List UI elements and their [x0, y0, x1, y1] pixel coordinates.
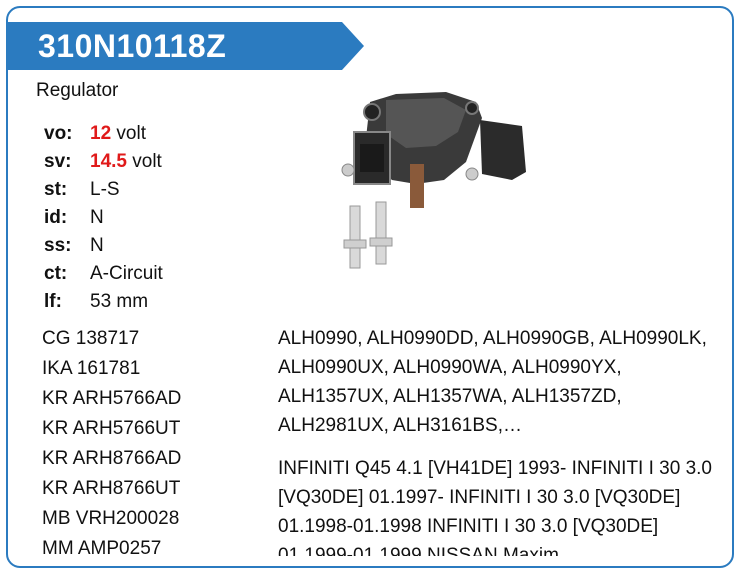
list-item: KR ARH5766UT — [42, 418, 181, 439]
spec-value: 14.5 volt — [90, 148, 162, 176]
banner-shape — [8, 22, 364, 70]
spec-key: ct: — [44, 263, 68, 284]
spec-key: st: — [44, 179, 68, 200]
vehicle-application-list: INFINITI Q45 4.1 [VH41DE] 1993- INFINITI… — [278, 458, 712, 556]
spec-value: L-S — [90, 179, 120, 200]
product-type-label: Regulator — [36, 80, 119, 101]
list-item: IKA 161781 — [42, 358, 141, 379]
spec-value: 12 volt — [90, 120, 146, 148]
spec-key: vo: — [44, 123, 73, 144]
cross-reference-list: CG 138717 IKA 161781 KR ARH5766AD KR ARH… — [42, 324, 181, 564]
list-item: KR ARH8766UT — [42, 478, 181, 499]
list-item: KR ARH5766AD — [42, 388, 182, 409]
part-number-banner: 310N10118Z — [8, 22, 364, 70]
list-item: MB VRH200028 — [42, 508, 180, 529]
spec-value: 53 mm — [90, 291, 149, 312]
part-number-title: 310N10118Z — [38, 28, 227, 64]
list-item: MM AMP0257 — [42, 538, 162, 559]
spec-unit: volt — [132, 151, 162, 172]
spec-key: sv: — [44, 151, 72, 172]
spec-key: lf: — [44, 291, 62, 312]
spec-number: 12 — [90, 123, 112, 144]
spec-value: N — [90, 207, 104, 228]
oem-number-list: ALH0990, ALH0990DD, ALH0990GB, ALH0990LK… — [278, 328, 707, 436]
spec-number: 14.5 — [90, 151, 127, 172]
list-item: CG 138717 — [42, 328, 140, 349]
list-item: KR ARH8766AD — [42, 448, 182, 469]
product-card: 310N10118Z Regulator vo: 12 volt sv: 14.… — [6, 6, 734, 568]
spec-unit: volt — [116, 123, 146, 144]
spec-value: A-Circuit — [90, 263, 163, 284]
spec-value: N — [90, 235, 104, 256]
regulator-photo — [326, 88, 540, 278]
spec-key: ss: — [44, 235, 72, 256]
regulator-illustration — [341, 92, 526, 269]
spec-key: id: — [44, 207, 68, 228]
